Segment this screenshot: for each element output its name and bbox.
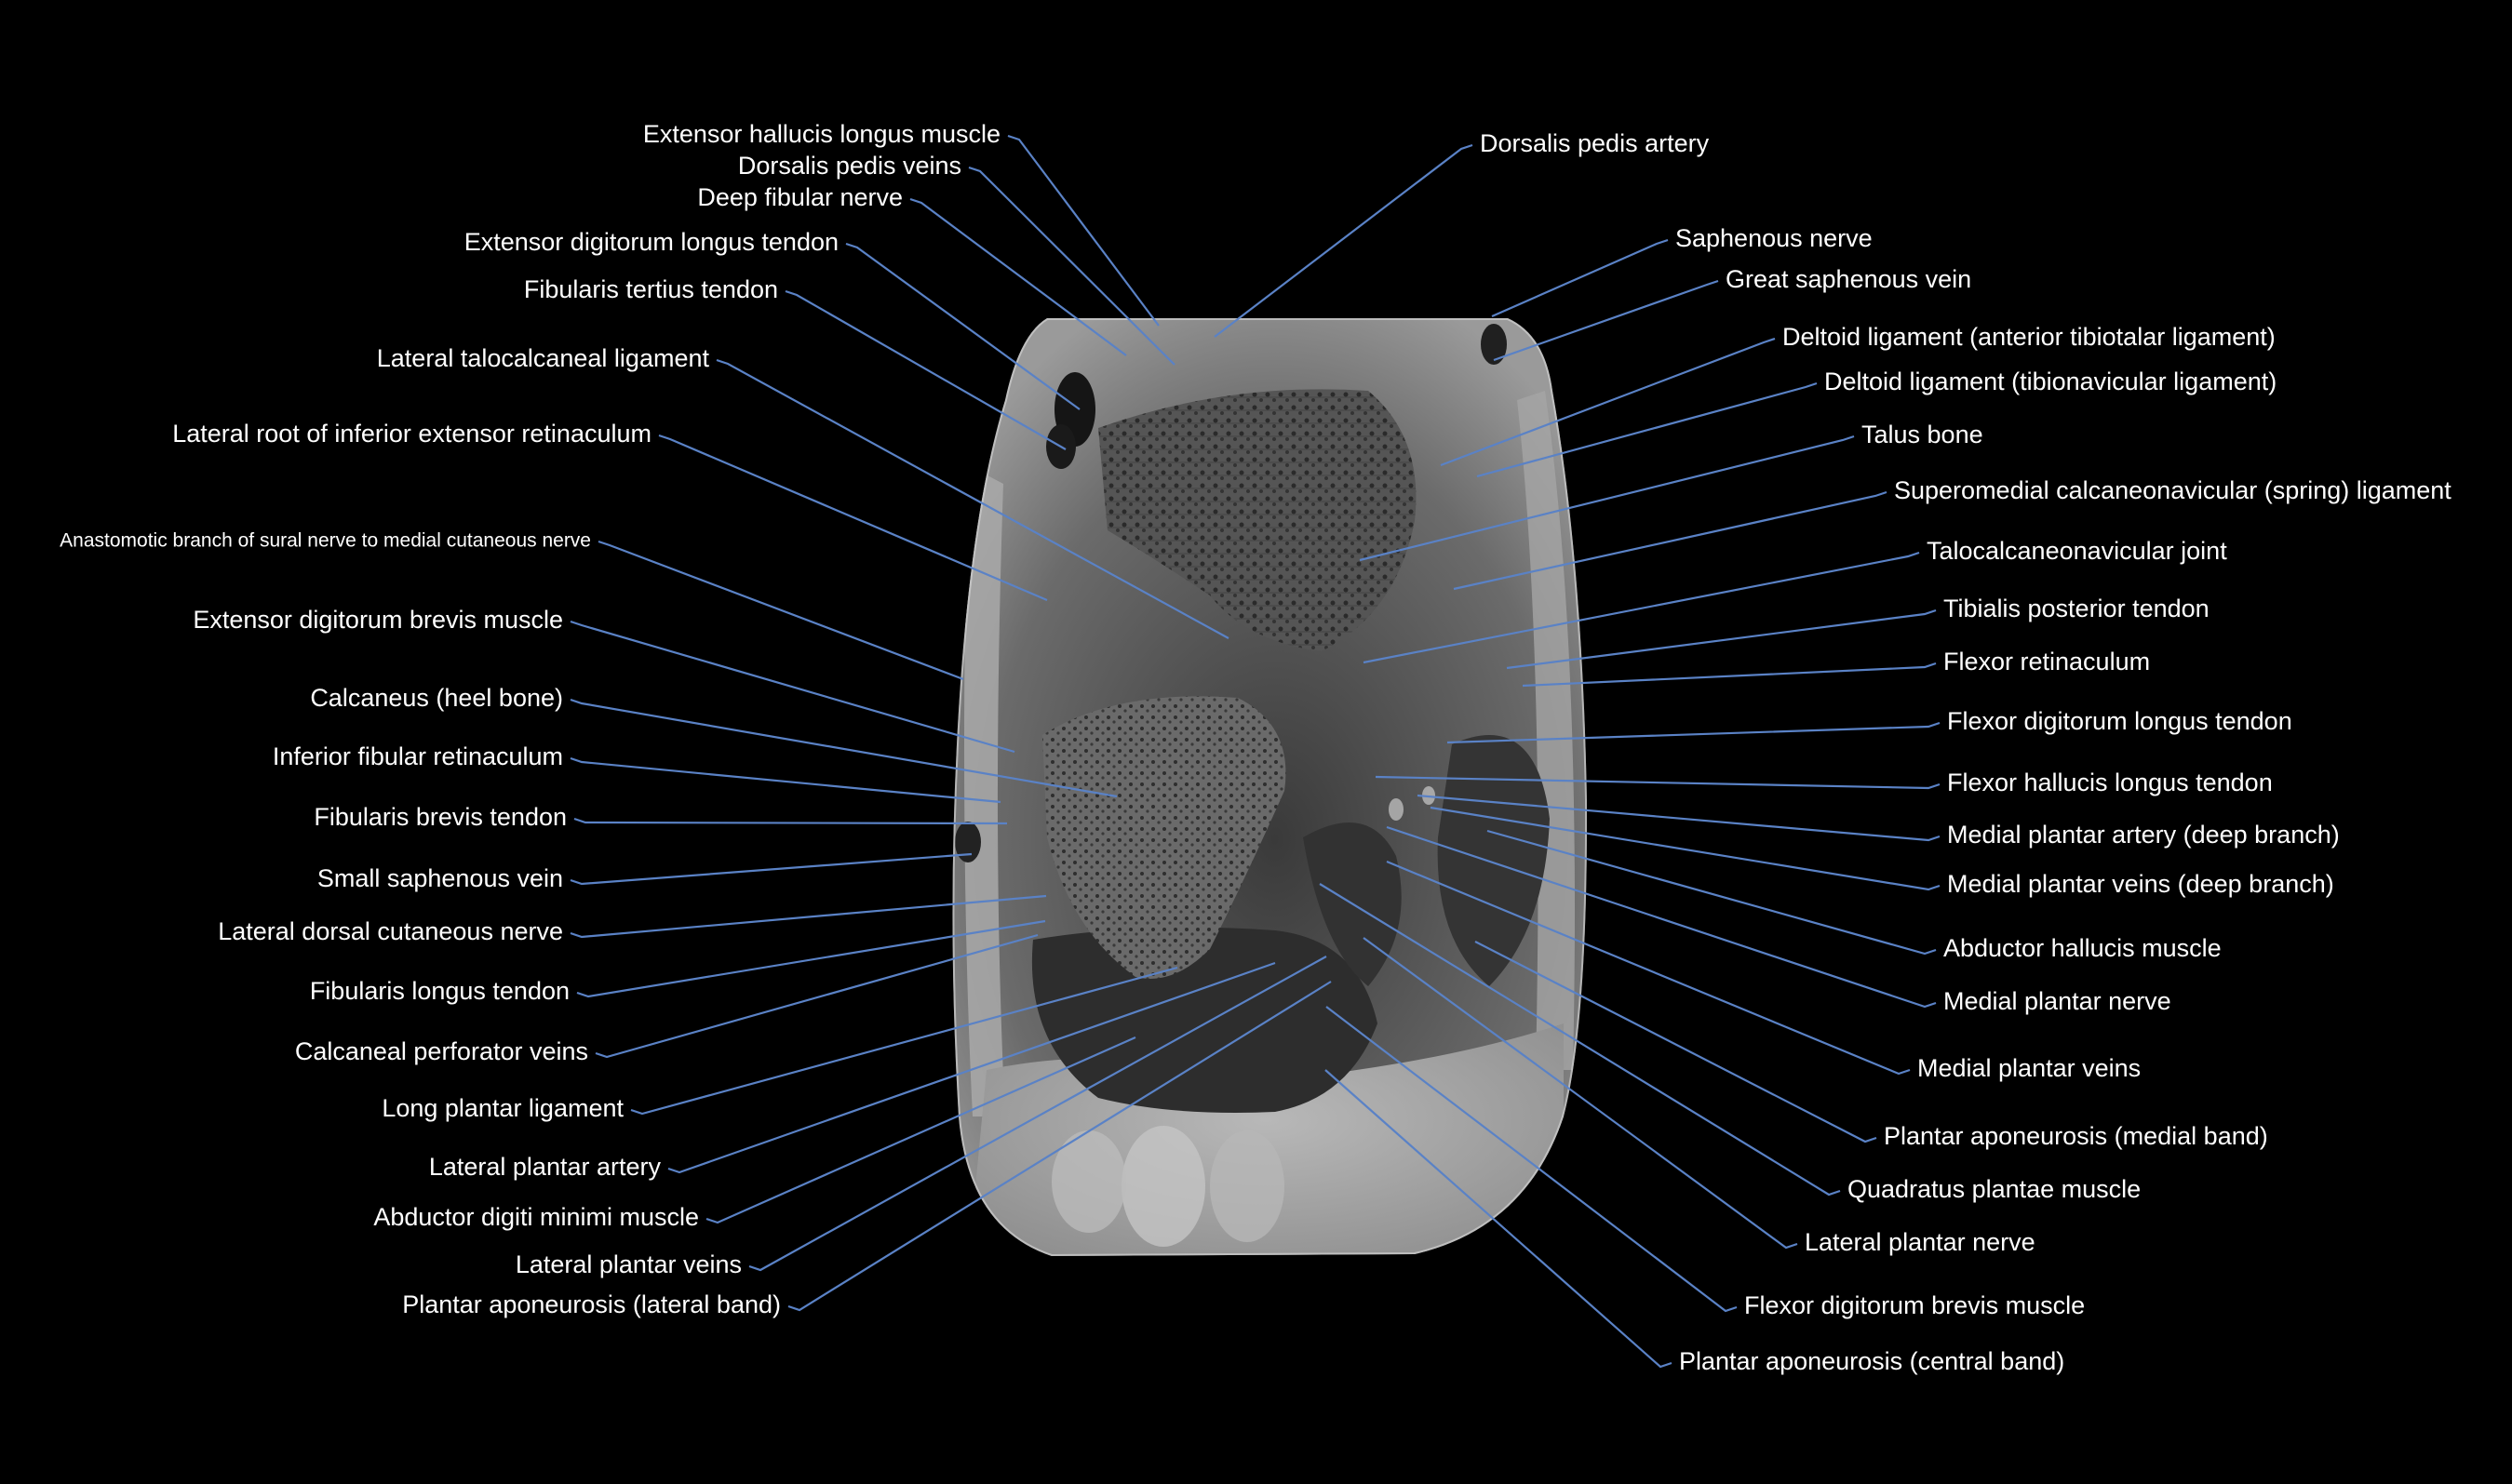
leader-line-lateral-root-of-inferior-extensor-retinaculum — [658, 434, 1048, 602]
label-extensor-digitorum-brevis-muscle: Extensor digitorum brevis muscle — [193, 606, 563, 634]
label-lateral-talocalcaneal-ligament: Lateral talocalcaneal ligament — [377, 344, 710, 372]
label-lateral-dorsal-cutaneous-nerve: Lateral dorsal cutaneous nerve — [218, 917, 563, 945]
label-medial-plantar-artery-deep-branch: Medial plantar artery (deep branch) — [1947, 821, 2340, 849]
leader-line-flexor-retinaculum — [1522, 662, 1937, 688]
leader-line-flexor-digitorum-longus-tendon — [1446, 721, 1941, 744]
leader-line-calcaneal-perforator-veins — [595, 933, 1039, 1059]
leader-line-deep-fibular-nerve — [909, 197, 1127, 356]
leader-line-extensor-digitorum-longus-tendon — [845, 242, 1081, 410]
label-lateral-plantar-veins: Lateral plantar veins — [516, 1250, 742, 1278]
label-deltoid-ligament-tibionavicular-ligament: Deltoid ligament (tibionavicular ligamen… — [1824, 368, 2277, 395]
label-flexor-retinaculum: Flexor retinaculum — [1943, 648, 2150, 675]
label-fibularis-brevis-tendon: Fibularis brevis tendon — [314, 803, 567, 831]
leader-line-talocalcaneonavicular-joint — [1363, 551, 1920, 664]
label-abductor-digiti-minimi-muscle: Abductor digiti minimi muscle — [373, 1203, 699, 1231]
leader-line-extensor-hallucis-longus-muscle — [1007, 134, 1160, 327]
label-extensor-digitorum-longus-tendon: Extensor digitorum longus tendon — [464, 228, 839, 256]
label-lateral-plantar-artery: Lateral plantar artery — [429, 1153, 662, 1181]
label-flexor-digitorum-longus-tendon: Flexor digitorum longus tendon — [1947, 707, 2292, 735]
label-lateral-plantar-nerve: Lateral plantar nerve — [1805, 1228, 2035, 1256]
label-long-plantar-ligament: Long plantar ligament — [382, 1094, 624, 1122]
leader-line-long-plantar-ligament — [630, 966, 1178, 1116]
leader-line-tibialis-posterior-tendon — [1506, 608, 1937, 670]
label-inferior-fibular-retinaculum: Inferior fibular retinaculum — [273, 742, 563, 770]
label-tibialis-posterior-tendon: Tibialis posterior tendon — [1943, 595, 2210, 622]
label-medial-plantar-nerve: Medial plantar nerve — [1943, 987, 2171, 1015]
label-quadratus-plantae-muscle: Quadratus plantae muscle — [1847, 1175, 2141, 1203]
leader-line-plantar-aponeurosis-central-band — [1324, 1069, 1672, 1369]
label-fibularis-tertius-tendon: Fibularis tertius tendon — [524, 275, 778, 303]
leader-line-medial-plantar-nerve — [1386, 825, 1937, 1009]
leader-line-dorsalis-pedis-veins — [968, 166, 1175, 366]
leader-line-small-saphenous-vein — [570, 852, 973, 886]
label-fibularis-longus-tendon: Fibularis longus tendon — [310, 977, 570, 1005]
leader-line-lateral-plantar-artery — [667, 961, 1276, 1174]
leader-line-great-saphenous-vein — [1493, 279, 1719, 362]
leader-line-deltoid-ligament-tibionavicular-ligament — [1476, 381, 1818, 478]
leader-line-lateral-dorsal-cutaneous-nerve — [570, 894, 1047, 939]
leader-line-extensor-digitorum-brevis-muscle — [570, 620, 1015, 754]
leader-line-abductor-hallucis-muscle — [1486, 829, 1937, 956]
label-lateral-root-of-inferior-extensor-retinaculum: Lateral root of inferior extensor retina… — [172, 420, 652, 448]
label-saphenous-nerve: Saphenous nerve — [1675, 224, 1873, 252]
leader-line-lateral-plantar-veins — [748, 956, 1327, 1272]
label-talocalcaneonavicular-joint: Talocalcaneonavicular joint — [1927, 537, 2227, 565]
label-superomedial-calcaneonavicular-spring-ligament: Superomedial calcaneonavicular (spring) … — [1894, 476, 2452, 504]
leader-line-flexor-digitorum-brevis-muscle — [1325, 1006, 1738, 1313]
leader-line-plantar-aponeurosis-medial-band — [1474, 941, 1877, 1143]
label-dorsalis-pedis-veins: Dorsalis pedis veins — [738, 152, 961, 180]
leader-line-fibularis-tertius-tendon — [785, 289, 1067, 450]
label-anastomotic-branch-of-sural-nerve-to-medial-cutaneous-nerve: Anastomotic branch of sural nerve to med… — [60, 530, 591, 552]
leader-line-fibularis-brevis-tendon — [573, 817, 1008, 825]
label-medial-plantar-veins-deep-branch: Medial plantar veins (deep branch) — [1947, 870, 2334, 898]
leader-line-saphenous-nerve — [1491, 238, 1669, 318]
leader-line-deltoid-ligament-anterior-tibiotalar-ligament — [1440, 337, 1776, 467]
label-dorsalis-pedis-artery: Dorsalis pedis artery — [1480, 129, 1710, 157]
leader-line-abductor-digiti-minimi-muscle — [705, 1036, 1136, 1224]
label-plantar-aponeurosis-medial-band: Plantar aponeurosis (medial band) — [1884, 1122, 2268, 1150]
leader-line-fibularis-longus-tendon — [576, 919, 1046, 998]
label-deep-fibular-nerve: Deep fibular nerve — [697, 183, 903, 211]
leader-line-inferior-fibular-retinaculum — [570, 756, 1001, 804]
label-calcaneal-perforator-veins: Calcaneal perforator veins — [295, 1037, 588, 1065]
label-deltoid-ligament-anterior-tibiotalar-ligament: Deltoid ligament (anterior tibiotalar li… — [1782, 323, 2276, 351]
mri-image — [952, 318, 1588, 1256]
label-flexor-digitorum-brevis-muscle: Flexor digitorum brevis muscle — [1744, 1291, 2085, 1319]
label-plantar-aponeurosis-central-band: Plantar aponeurosis (central band) — [1679, 1347, 2064, 1375]
leader-line-flexor-hallucis-longus-tendon — [1375, 775, 1941, 790]
label-talus-bone: Talus bone — [1861, 421, 1983, 448]
label-medial-plantar-veins: Medial plantar veins — [1917, 1054, 2141, 1082]
leader-line-medial-plantar-artery-deep-branch — [1417, 794, 1941, 842]
label-calcaneus-heel-bone: Calcaneus (heel bone) — [310, 684, 563, 712]
leader-line-lateral-plantar-nerve — [1363, 937, 1798, 1250]
leader-line-quadratus-plantae-muscle — [1319, 883, 1841, 1197]
leader-line-medial-plantar-veins — [1386, 860, 1911, 1076]
leader-lines-right — [1214, 143, 1941, 1369]
label-abductor-hallucis-muscle: Abductor hallucis muscle — [1943, 934, 2222, 962]
leader-line-plantar-aponeurosis-lateral-band — [787, 981, 1332, 1312]
label-extensor-hallucis-longus-muscle: Extensor hallucis longus muscle — [643, 120, 1001, 148]
leader-line-anastomotic-branch-of-sural-nerve-to-medial-cutaneous-nerve — [598, 540, 964, 681]
label-great-saphenous-vein: Great saphenous vein — [1726, 265, 1971, 293]
label-small-saphenous-vein: Small saphenous vein — [317, 864, 563, 892]
leader-line-lateral-talocalcaneal-ligament — [716, 358, 1229, 639]
labels-left: Extensor hallucis longus muscleDorsalis … — [60, 120, 1001, 1318]
leader-line-superomedial-calcaneonavicular-spring-ligament — [1453, 490, 1887, 591]
leader-line-talus-bone — [1359, 435, 1855, 562]
leader-line-dorsalis-pedis-artery — [1214, 143, 1473, 338]
leader-lines-left — [570, 134, 1332, 1312]
leader-line-calcaneus-heel-bone — [570, 698, 1118, 798]
label-plantar-aponeurosis-lateral-band: Plantar aponeurosis (lateral band) — [402, 1290, 781, 1318]
leader-line-medial-plantar-veins-deep-branch — [1430, 806, 1941, 891]
label-flexor-hallucis-longus-tendon: Flexor hallucis longus tendon — [1947, 769, 2273, 796]
